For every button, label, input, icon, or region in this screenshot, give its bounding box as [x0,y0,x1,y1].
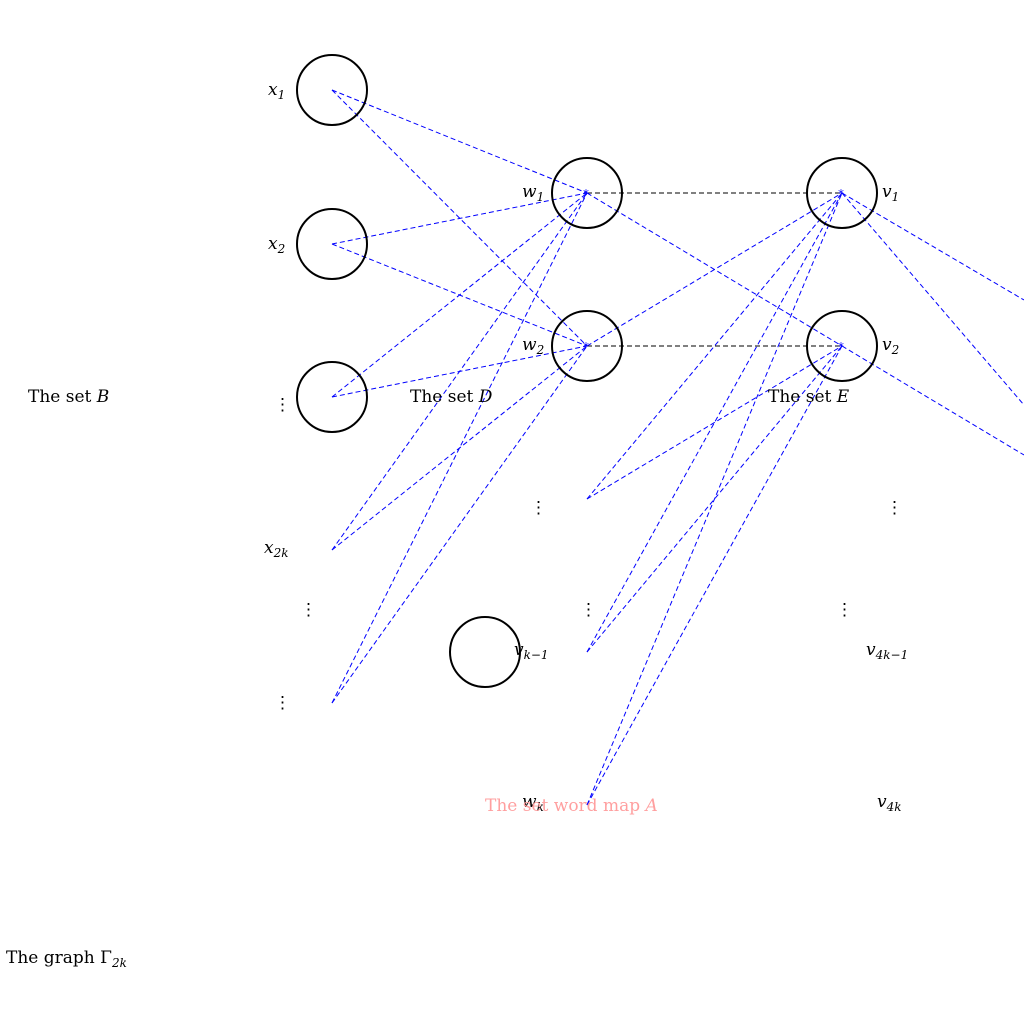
edge-v1-r2 [841,192,1024,406]
node-w2 [551,310,623,382]
marker-w2: * [583,340,589,354]
node-v1 [806,157,878,229]
node-v2 [806,310,878,382]
edge-wk-v2 [586,345,843,806]
label-v4k1: v4k−1 [866,640,908,662]
label-v2: v2 [882,335,899,357]
ellipsis-w-lower: ⋮ [580,600,597,620]
label-x1: x1 [268,80,285,102]
edge-layer: * * * * [331,89,1024,806]
edge-xe-w1 [331,192,588,398]
node-x2 [296,208,368,280]
set-e-label: The set E [768,387,850,407]
node-w1 [551,157,623,229]
ellipsis-w-column: ⋮ [530,498,547,518]
marker-w1: * [583,187,589,201]
edge-x2k-w2 [331,345,588,551]
label-x2k: x2k [264,538,289,560]
marker-v1: * [838,187,844,201]
edge-w2-v1 [586,192,843,347]
label-wk: wk [522,792,544,814]
edge-x2-w1 [331,192,588,245]
edge-xb-w2 [331,345,588,704]
ellipsis-x-bottom: ⋮ [274,693,291,713]
edge-wk-v1 [586,192,843,806]
edge-we-v1 [586,192,843,500]
edge-wl-v2 [586,345,843,653]
set-d-label: The set D [410,387,493,407]
edge-v2-r3 [841,345,1024,456]
edge-v1-r1 [841,192,1024,301]
label-vk1: vk−1 [514,640,549,662]
ellipsis-v-lower: ⋮ [836,600,853,620]
ellipsis-x-lower: ⋮ [300,600,317,620]
node-x1 [296,54,368,126]
label-x2: x2 [268,234,285,256]
graph-caption: The graph Γ2k [6,948,127,970]
set-b-label: The set B [28,387,109,407]
label-v4k: v4k [877,792,902,814]
label-w1: w1 [522,182,544,204]
edge-x1-w1 [331,89,588,194]
node-x-ellipsis [296,361,368,433]
edge-x2k-w1 [331,192,588,551]
edge-xb-w1 [331,192,588,704]
edge-we-v2 [586,345,843,500]
label-v1: v1 [882,182,899,204]
ellipsis-x-column: ⋮ [274,395,291,415]
node-vk1 [449,616,521,688]
label-w2: w2 [522,335,544,357]
ellipsis-v-column: ⋮ [886,498,903,518]
marker-v2: * [838,340,844,354]
word-map-label: The set word map A [485,796,658,816]
